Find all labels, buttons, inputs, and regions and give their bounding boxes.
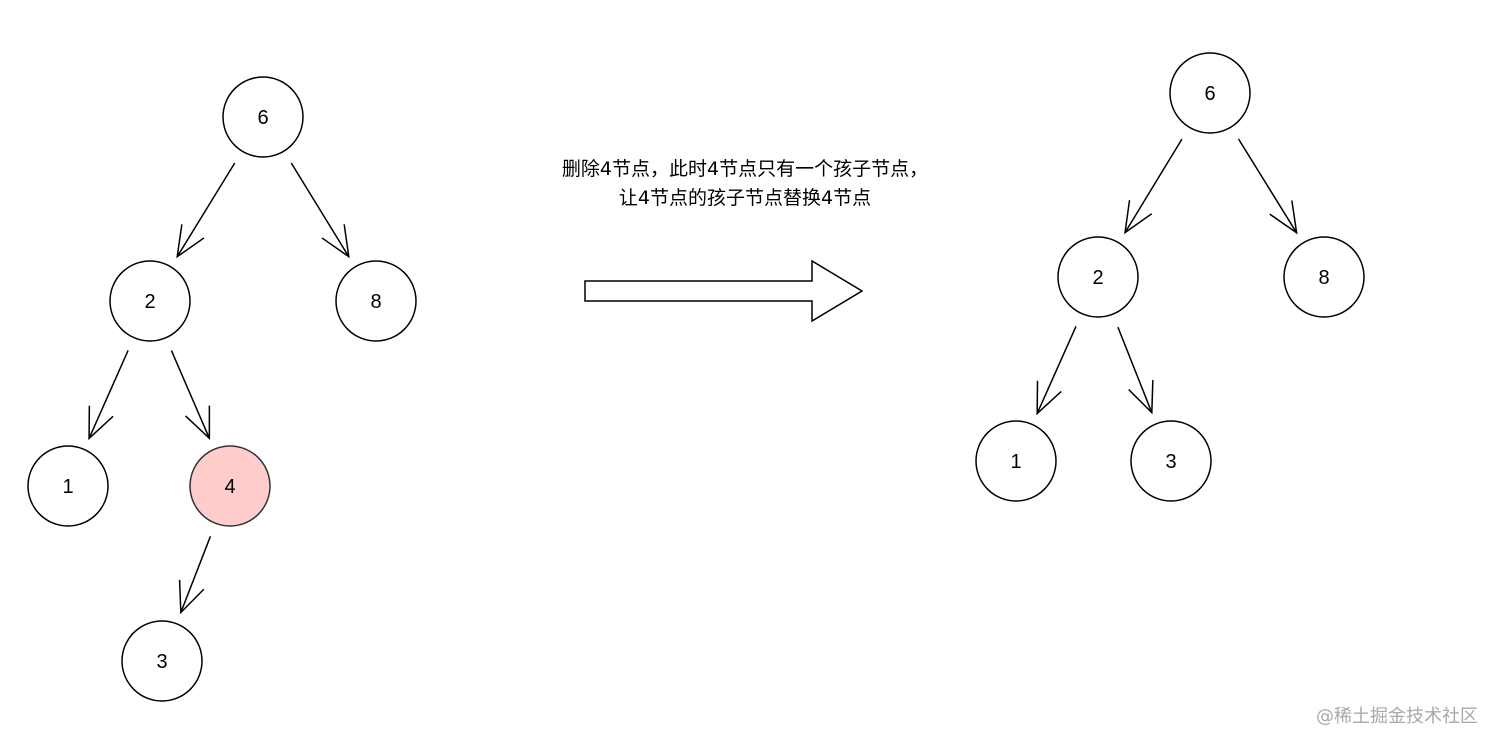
after-edge-2-1	[1036, 326, 1077, 416]
node-label: 2	[144, 291, 155, 313]
edge-line	[88, 350, 129, 439]
node-label: 8	[1318, 267, 1329, 289]
edge-line	[1237, 138, 1298, 234]
before-edge-4-3	[178, 536, 212, 615]
node-circle	[1169, 52, 1251, 134]
edge-line	[290, 162, 350, 258]
before-node-1: 1	[27, 445, 109, 527]
arrowhead	[1036, 380, 1062, 416]
after-edge-2-3	[1117, 326, 1154, 415]
node-label: 8	[370, 291, 381, 313]
caption-line-1: 删除4节点，此时4节点只有一个孩子节点，	[562, 158, 928, 180]
arrowhead	[178, 579, 205, 615]
node-circle	[189, 445, 271, 527]
node-circle	[335, 260, 417, 342]
before-node-6: 6	[222, 76, 304, 158]
edge-line	[176, 162, 236, 258]
before-node-3: 3	[121, 620, 203, 702]
after-node-3: 3	[1130, 420, 1212, 502]
edge-line	[180, 536, 212, 613]
watermark: @稀土掘金技术社区	[1316, 706, 1478, 727]
after-tree-nodes: 6 2 8 1 3	[975, 52, 1365, 502]
edge-line	[1124, 138, 1183, 233]
edge-line	[1117, 326, 1153, 413]
after-node-1: 1	[975, 420, 1057, 502]
node-label: 6	[257, 107, 268, 129]
after-node-8: 8	[1283, 236, 1365, 318]
arrowhead	[176, 224, 205, 259]
edge-line	[170, 350, 211, 439]
node-circle	[1283, 236, 1365, 318]
transform-arrow	[584, 259, 864, 323]
node-label: 1	[62, 476, 73, 498]
node-circle	[1057, 236, 1139, 318]
before-edge-2-1	[88, 350, 129, 441]
arrowhead	[1124, 200, 1153, 235]
after-edge-6-8	[1237, 138, 1298, 235]
before-edge-6-2	[176, 162, 236, 259]
node-circle	[121, 620, 203, 702]
node-circle	[27, 445, 109, 527]
node-label: 6	[1204, 83, 1215, 105]
node-circle	[975, 420, 1057, 502]
before-node-4-highlighted: 4	[189, 445, 271, 527]
after-node-2: 2	[1057, 236, 1139, 318]
node-circle	[109, 260, 191, 342]
before-node-2: 2	[109, 260, 191, 342]
node-label: 4	[224, 476, 235, 498]
arrowhead	[1128, 379, 1154, 415]
caption-line-2: 让4节点的孩子节点替换4节点	[619, 187, 871, 209]
arrowhead	[1269, 200, 1298, 235]
arrowhead	[185, 405, 211, 441]
before-node-8: 8	[335, 260, 417, 342]
node-label: 1	[1010, 451, 1021, 473]
node-label: 3	[156, 651, 167, 673]
after-node-6: 6	[1169, 52, 1251, 134]
after-tree-edges	[1036, 138, 1298, 416]
before-edge-6-8	[290, 162, 350, 259]
arrowhead	[88, 405, 114, 441]
arrowhead	[321, 224, 350, 259]
before-edge-2-4	[170, 350, 211, 441]
node-label: 3	[1165, 451, 1176, 473]
edge-line	[1036, 326, 1077, 414]
node-circle	[222, 76, 304, 158]
after-edge-6-2	[1124, 138, 1183, 235]
node-circle	[1130, 420, 1212, 502]
node-label: 2	[1092, 267, 1103, 289]
before-tree-edges	[88, 162, 350, 615]
